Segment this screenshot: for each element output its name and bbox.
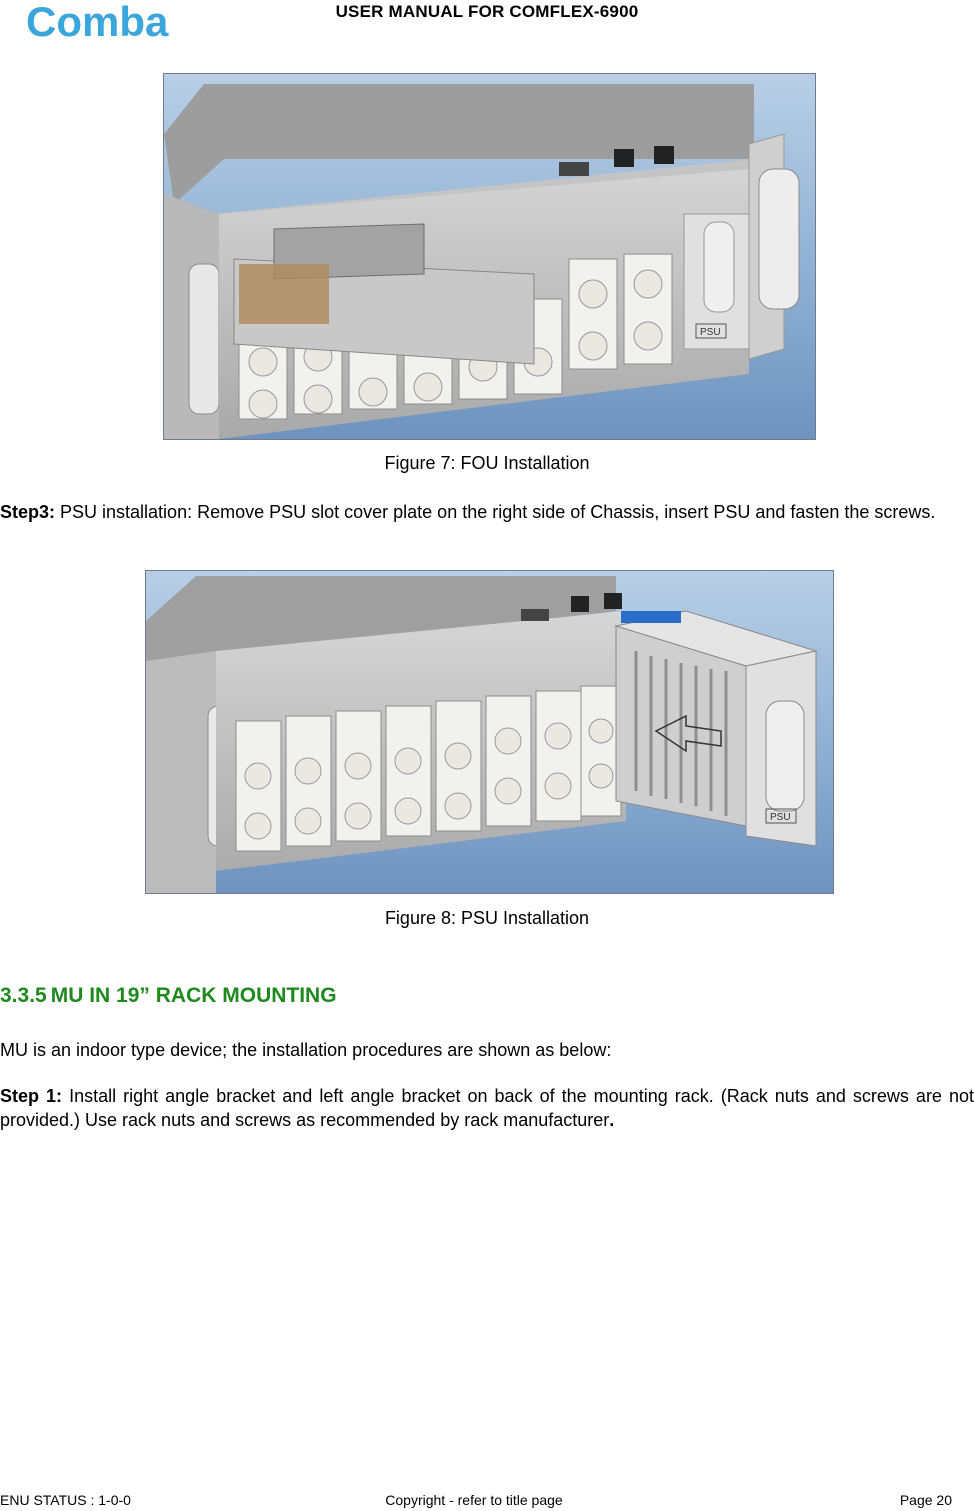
step1-text: Install right angle bracket and left ang… [0,1086,974,1130]
fou-installation-illustration: PSU [164,84,800,439]
psu-panel-label: PSU [700,327,721,338]
psu-installation-illustration: PSU [146,576,818,893]
document-header-title: USER MANUAL FOR COMFLEX-6900 [335,2,639,21]
figure-7-caption: Figure 7: FOU Installation [384,453,590,473]
section-number: 3.3.5 [0,984,47,1007]
step1-label: Step 1: [0,1086,63,1106]
intro-paragraph: MU is an indoor type device; the install… [0,1040,612,1060]
footer-copyright: Copyright - refer to title page [385,1492,563,1508]
figure-7-image: PSU [163,73,816,440]
step1-paragraph: Step 1: Install right angle bracket and … [0,1084,974,1132]
comba-logo: Comba [26,0,169,44]
figure-8-caption: Figure 8: PSU Installation [384,908,590,928]
step3-text: PSU installation: Remove PSU slot cover … [55,502,936,522]
section-title: MU IN 19” RACK MOUNTING [50,984,337,1007]
psu-label: PSU [770,812,791,823]
logo-text: Comba [26,0,169,44]
step3-paragraph: Step3: PSU installation: Remove PSU slot… [0,500,974,524]
step1-end: . [609,1110,615,1130]
footer-status: ENU STATUS : 1-0-0 [0,1492,131,1508]
footer-page-number: Page 20 [899,1492,952,1508]
figure-8-image: PSU [145,570,834,894]
step3-label: Step3: [0,502,56,522]
